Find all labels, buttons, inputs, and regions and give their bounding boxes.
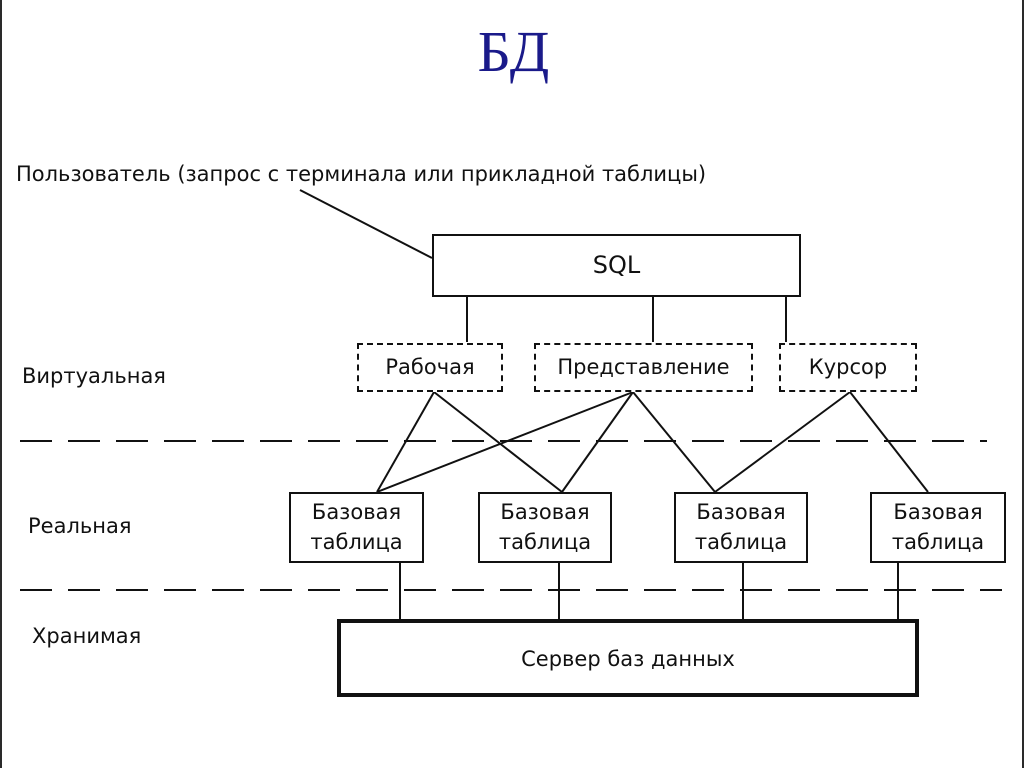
base-table-2: Базовая таблица [478,492,612,563]
base-table-4-line1: Базовая [893,500,983,525]
base-table-1: Базовая таблица [289,492,424,563]
level-real-label: Реальная [28,514,132,538]
base-table-3-line1: Базовая [696,500,786,525]
base-table-3: Базовая таблица [674,492,808,563]
base-table-1-line1: Базовая [311,500,402,525]
base-table-2-line1: Базовая [500,500,590,525]
base-table-4-line2: таблица [891,529,985,554]
virtual-rabochaya-box: Рабочая [357,343,503,392]
rabochaya-to-table2-line [433,391,563,493]
database-server-box: Сервер баз данных [337,619,919,697]
base-table-1-line2: таблица [310,529,403,554]
virtual-predstavlenie-box: Представление [534,343,753,392]
cursor-to-table3-line [714,391,851,493]
level-stored-label: Хранимая [32,624,142,648]
base-table-2-line2: таблица [498,529,592,554]
page-title: БД [477,19,551,84]
user-label: Пользователь (запрос с терминала или при… [16,162,707,186]
sql-box: SQL [432,234,801,297]
level-virtual-label: Виртуальная [22,364,166,388]
virtual-cursor-box: Курсор [779,343,917,392]
base-table-3-line2: таблица [694,529,788,554]
user-pointer-line [299,189,433,259]
base-table-4: Базовая таблица [870,492,1006,563]
